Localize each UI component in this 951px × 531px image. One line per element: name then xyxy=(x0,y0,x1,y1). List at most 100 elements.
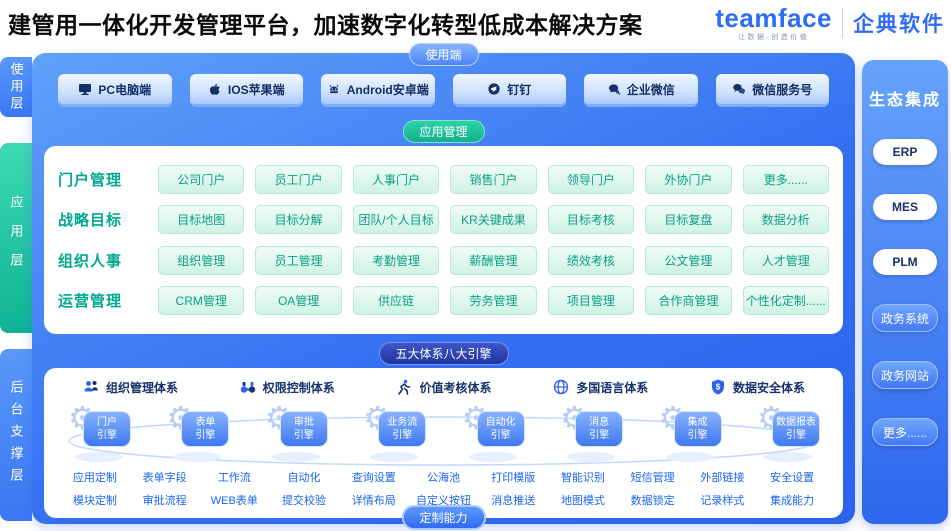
app-item-button[interactable]: 数据分析 xyxy=(742,205,829,235)
device-button-dingtalk[interactable]: 钉钉 xyxy=(452,74,566,107)
engine-pill[interactable]: 自动化引擎 xyxy=(476,411,525,447)
engine-pill[interactable]: 审批引擎 xyxy=(279,411,328,447)
app-row-strategy: 战略目标 目标地图 目标分解 团队/个人目标 KR关键成果 目标考核 目标复盘 … xyxy=(58,205,829,235)
engine-pill[interactable]: 表单引擎 xyxy=(181,411,230,447)
app-row-operations: 运营管理 CRM管理 OA管理 供应链 劳务管理 项目管理 合作商管理 个性化定… xyxy=(58,285,829,315)
app-item-button[interactable]: 组织管理 xyxy=(158,245,245,275)
capability-link[interactable]: 审批流程 xyxy=(142,495,187,507)
app-item-button[interactable]: 员工管理 xyxy=(255,245,342,275)
engine-item-integration: ⚙ 集成引擎 xyxy=(659,400,722,462)
capability-link[interactable]: 外部链接 xyxy=(700,472,745,484)
app-item-button[interactable]: 员工门户 xyxy=(255,165,342,195)
app-item-button[interactable]: KR关键成果 xyxy=(450,205,537,235)
app-item-button[interactable]: 外协门户 xyxy=(645,165,732,195)
device-button-wecom[interactable]: 企业微信 xyxy=(584,74,698,107)
app-item-button[interactable]: 个性化定制...... xyxy=(742,285,829,315)
app-row-label: 组织人事 xyxy=(58,252,123,270)
engine-shadow xyxy=(567,452,616,462)
engine-shadow xyxy=(271,452,320,462)
engine-pill[interactable]: 业务流引擎 xyxy=(378,411,427,447)
app-item-button[interactable]: 目标考核 xyxy=(547,205,635,235)
app-item-button[interactable]: 薪酬管理 xyxy=(450,245,537,275)
app-item-button[interactable]: 人事门户 xyxy=(352,165,440,195)
layer-tab-backend: 后台支撑层 xyxy=(0,349,32,521)
system-label: 价值考核体系 xyxy=(419,380,492,395)
device-button-wechat[interactable]: 微信服务号 xyxy=(715,74,829,107)
capability-link[interactable]: 安全设置 xyxy=(770,472,815,484)
app-item-button[interactable]: 公文管理 xyxy=(645,245,732,275)
ecosystem-pill-more[interactable]: 更多...... xyxy=(872,418,938,446)
logo-divider xyxy=(842,8,843,38)
capability-link[interactable]: WEB表单 xyxy=(210,495,258,507)
capability-link[interactable]: 查询设置 xyxy=(351,472,396,484)
capability-link[interactable]: 工作流 xyxy=(217,472,251,484)
device-label: IOS苹果端 xyxy=(227,82,285,97)
page-title: 建管用一体化开发管理平台，加速数字化转型低成本解决方案 xyxy=(8,12,643,38)
capability-link[interactable]: 公海池 xyxy=(426,472,460,484)
ecosystem-pill-plm[interactable]: PLM xyxy=(873,249,937,275)
app-item-button[interactable]: 销售门户 xyxy=(450,165,537,195)
app-item-button[interactable]: CRM管理 xyxy=(158,285,245,315)
ecosystem-pill-gov-system[interactable]: 政务系统 xyxy=(872,304,938,332)
app-item-button[interactable]: 目标分解 xyxy=(255,205,342,235)
app-item-button[interactable]: OA管理 xyxy=(255,285,342,315)
app-item-button[interactable]: 人才管理 xyxy=(742,245,829,275)
system-label: 多国语言体系 xyxy=(576,380,649,395)
capability-link[interactable]: 智能识别 xyxy=(560,472,605,484)
app-item-button[interactable]: 绩效考核 xyxy=(547,245,635,275)
wecom-icon xyxy=(608,84,621,95)
device-button-android[interactable]: Android安卓端 xyxy=(321,74,435,107)
capability-link[interactable]: 详情布局 xyxy=(351,495,396,507)
engine-shadow xyxy=(468,452,517,462)
app-item-button[interactable]: 更多...... xyxy=(742,165,829,195)
capability-link[interactable]: 地图模式 xyxy=(560,495,605,507)
app-item-button[interactable]: 目标复盘 xyxy=(645,205,732,235)
binoculars-icon xyxy=(240,382,255,393)
capability-link[interactable]: 数据锁定 xyxy=(630,495,675,507)
app-item-button[interactable]: 团队/个人目标 xyxy=(352,205,440,235)
device-button-pc[interactable]: PC电脑端 xyxy=(58,74,172,107)
ecosystem-pill-mes[interactable]: MES xyxy=(873,194,937,220)
app-item-button[interactable]: 供应链 xyxy=(352,285,440,315)
app-item-button[interactable]: 考勤管理 xyxy=(352,245,440,275)
engine-shadow xyxy=(75,452,123,462)
app-item-button[interactable]: 公司门户 xyxy=(158,165,245,195)
app-item-button[interactable]: 领导门户 xyxy=(547,165,635,195)
capability-link[interactable]: 打印模版 xyxy=(491,472,536,484)
brand-name: teamface xyxy=(715,3,832,33)
people-icon xyxy=(84,381,98,392)
app-item-button[interactable]: 合作商管理 xyxy=(645,285,732,315)
system-label: 数据安全体系 xyxy=(732,380,805,395)
capability-link[interactable]: 自动化 xyxy=(287,472,321,484)
dingtalk-icon xyxy=(488,83,500,95)
capability-link[interactable]: 短信管理 xyxy=(630,472,675,484)
engine-pill[interactable]: 消息引擎 xyxy=(575,411,624,447)
app-item-button[interactable]: 劳务管理 xyxy=(450,285,537,315)
device-label: 钉钉 xyxy=(507,82,532,97)
monitor-icon xyxy=(79,84,92,95)
capability-link[interactable]: 自定义按钮 xyxy=(415,495,471,507)
ecosystem-pill-erp[interactable]: ERP xyxy=(873,139,937,165)
ecosystem-pill-gov-website[interactable]: 政务网站 xyxy=(872,361,938,389)
capability-link[interactable]: 应用定制 xyxy=(72,472,117,484)
engine-pill[interactable]: 门户引擎 xyxy=(83,411,131,447)
engines-card: 组织管理体系 权限控制体系 价值考核体系 多国语言体系 $ 数据安全体系 xyxy=(44,368,843,518)
app-item-button[interactable]: 目标地图 xyxy=(158,205,245,235)
engine-pill[interactable]: 集成引擎 xyxy=(673,411,722,447)
capability-link[interactable]: 集成能力 xyxy=(770,495,815,507)
device-button-ios[interactable]: IOS苹果端 xyxy=(189,74,303,107)
capability-link[interactable]: 提交校验 xyxy=(282,495,327,507)
capability-link[interactable]: 记录样式 xyxy=(700,495,745,507)
layer-tab-usage: 使用层 xyxy=(0,57,32,117)
app-row-label: 门户管理 xyxy=(58,172,123,190)
engine-shadow xyxy=(763,452,812,462)
engine-pill[interactable]: 数据报表引擎 xyxy=(771,411,820,447)
app-item-button[interactable]: 项目管理 xyxy=(547,285,635,315)
capability-link[interactable]: 消息推送 xyxy=(491,495,536,507)
capability-link[interactable]: 模块定制 xyxy=(72,495,117,507)
capability-link[interactable]: 表单字段 xyxy=(142,472,187,484)
svg-text:$: $ xyxy=(716,383,721,392)
capability-row-1: 应用定制 表单字段 工作流 自动化 查询设置 公海池 打印模版 智能识别 短信管… xyxy=(60,469,827,485)
